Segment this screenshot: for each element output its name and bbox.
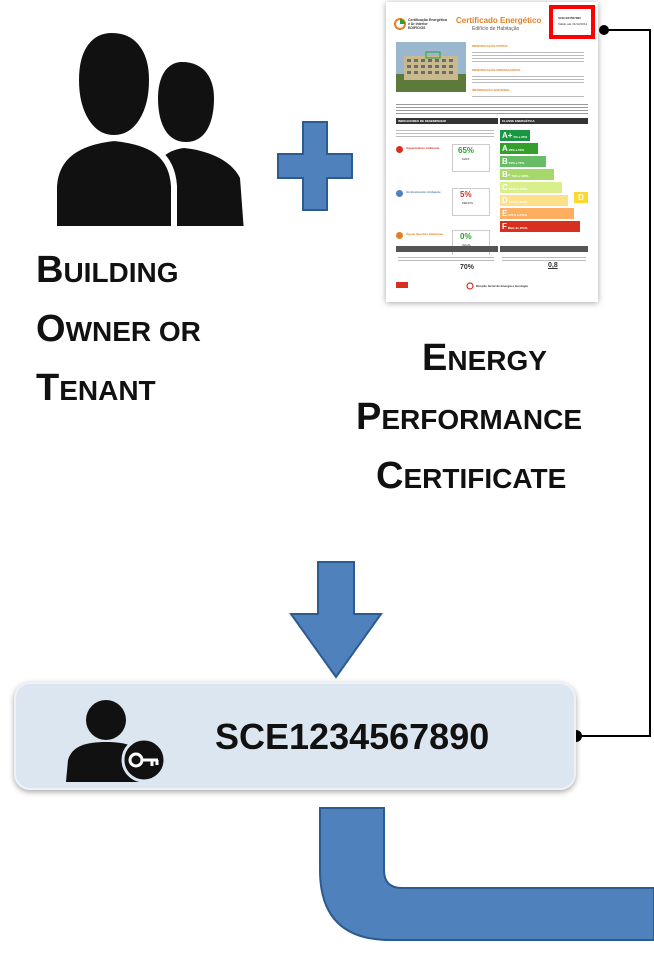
certificate-label-line-3: Certificate (376, 455, 567, 497)
cert-class-header: CLASSE ENERGÉTICA (500, 118, 588, 124)
class-bar-a-plus: A+0% a 25% (500, 130, 530, 141)
class-bar-b-minus: B-76% a 100% (500, 169, 554, 180)
cert-section-reg: IDENTIFICAÇÃO PREDIAL/FISCAL (472, 68, 522, 72)
cert-perf-header: INDICADORES DE DESEMPENHO (396, 118, 498, 124)
certificate-label-line-1: Energy (422, 337, 547, 379)
cert-title: Certificado Energético (456, 16, 542, 25)
user-key-icon (66, 700, 167, 782)
sce-logo-icon (394, 18, 406, 30)
plus-icon (277, 121, 353, 211)
renewable-value: 70% (460, 264, 475, 271)
owner-label-line-3: Tenant (36, 367, 156, 409)
cert-footer: Direção Geral de Energia e Geologia (476, 284, 528, 288)
certificate-label: Energy Performance Certificate (356, 330, 582, 507)
dgeg-logo-icon (466, 282, 474, 290)
indicator-cooling: Arrefecimento Ambiente 5% MENOS (396, 188, 496, 228)
class-bar-d: D151% a 200% (500, 195, 568, 206)
co2-value: 0,8 (548, 262, 558, 269)
energy-certificate-document: Certificação Energética e Ar Interior ED… (386, 2, 598, 302)
owner-label-line-2: Owner or (36, 308, 201, 350)
certificate-code: SCE1234567890 (215, 716, 490, 757)
class-bar-c: C101% a 150% (500, 182, 562, 193)
indicator-heating: Aquecimento Ambiente 65% MAIS (396, 144, 496, 184)
owner-label: Building Owner or Tenant (36, 242, 201, 419)
energy-class-scale: A+0% a 25% A26% a 50% B51% a 75% B-76% a… (500, 130, 590, 240)
people-icon (54, 26, 254, 232)
class-bar-e: E201% a 250% (500, 208, 574, 219)
cert-number: SCE1234567890 (558, 16, 581, 20)
down-arrow (289, 561, 383, 679)
building-photo (396, 42, 466, 92)
cert-section-info: INFORMAÇÃO ADICIONAL (472, 88, 511, 92)
cert-logo-text: Certificação Energética e Ar Interior ED… (408, 18, 447, 30)
cert-section-id: IDENTIFICAÇÃO POSTAL (472, 44, 509, 48)
class-bar-a: A26% a 50% (500, 143, 538, 154)
owner-label-line-1: Building (36, 249, 179, 291)
certificate-label-line-2: Performance (356, 396, 583, 438)
selected-class-marker: D (574, 192, 588, 203)
class-bar-f: FMais de 251% (500, 221, 580, 232)
cert-validity: Válido até 31/12/2014 (558, 22, 588, 26)
certificate-number-highlight (549, 5, 595, 39)
class-bar-b: B51% a 75% (500, 156, 546, 167)
cert-subtitle: Edifício de Habitação (472, 26, 520, 32)
